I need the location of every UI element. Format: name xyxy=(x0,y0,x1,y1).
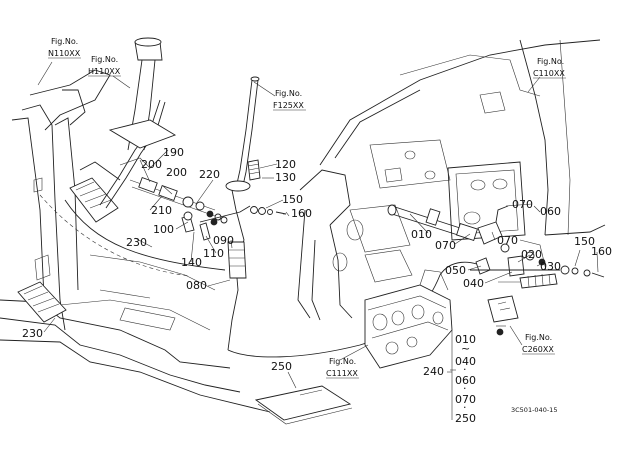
pedal-pad-lower xyxy=(17,281,67,323)
svg-text:C260XX: C260XX xyxy=(522,345,554,354)
control-valve xyxy=(364,269,453,369)
operator-manual xyxy=(254,385,353,425)
kit-item: 060 xyxy=(455,374,476,387)
callout-150-left: 150 xyxy=(282,193,303,206)
callout-220: 220 xyxy=(199,168,220,181)
callout-070-right: 070 xyxy=(497,234,518,247)
callout-020: 020 xyxy=(521,248,542,261)
callout-070-top: 070 xyxy=(512,198,533,211)
callout-050: 050 xyxy=(445,264,466,277)
callout-230-lower: 230 xyxy=(22,327,43,340)
pedal-arm-assembly xyxy=(79,37,177,209)
operator-platform xyxy=(0,69,271,413)
callout-040: 040 xyxy=(463,277,484,290)
kit-item: 250 xyxy=(455,412,476,425)
kit-separator: · xyxy=(463,363,467,376)
svg-text:C110XX: C110XX xyxy=(533,69,565,78)
callout-150-right: 150 xyxy=(574,235,595,248)
fig-ref-n110xx[interactable]: Fig.No. N110XX xyxy=(48,37,81,59)
callout-160-right: 160 xyxy=(591,245,612,258)
drawing-code: 3C501-040-15 xyxy=(511,406,557,414)
kit-separator: · xyxy=(463,401,467,414)
callout-200-upper: 200 xyxy=(141,158,162,171)
callout-250: 250 xyxy=(271,360,292,373)
callout-190: 190 xyxy=(163,146,184,159)
svg-text:F125XX: F125XX xyxy=(273,101,304,110)
throttle-lever xyxy=(225,76,261,251)
fig-ref-c110xx[interactable]: Fig.No. C110XX xyxy=(533,57,566,79)
callout-010: 010 xyxy=(411,228,432,241)
callout-130: 130 xyxy=(275,171,296,184)
kit-item: 070 xyxy=(455,393,476,406)
rod-end-left xyxy=(250,206,290,217)
callout-200-lower: 200 xyxy=(166,166,187,179)
svg-text:H110XX: H110XX xyxy=(88,67,121,76)
kit-item: 040 xyxy=(455,355,476,368)
callout-210: 210 xyxy=(151,204,172,217)
callout-070-mid: 070 xyxy=(435,239,456,252)
cable-end-right xyxy=(498,265,605,289)
kit-separator: · xyxy=(463,382,467,395)
svg-text:N110XX: N110XX xyxy=(48,49,81,58)
fig-ref-c111xx[interactable]: Fig.No. C111XX xyxy=(326,357,359,379)
fig-ref-h110xx[interactable]: Fig.No. H110XX xyxy=(88,55,121,77)
cable-bracket xyxy=(487,295,519,336)
leader-lines xyxy=(37,61,599,389)
callout-090: 090 xyxy=(213,234,234,247)
link-hardware xyxy=(181,205,251,241)
callout-140: 140 xyxy=(181,256,202,269)
svg-text:Fig.No.: Fig.No. xyxy=(91,55,118,64)
svg-text:Fig.No.: Fig.No. xyxy=(275,89,302,98)
svg-text:Fig.No.: Fig.No. xyxy=(525,333,552,342)
kit-item: 010 xyxy=(455,333,476,346)
shift-link-parts xyxy=(470,251,560,277)
svg-text:Fig.No.: Fig.No. xyxy=(51,37,78,46)
transmission-case xyxy=(297,39,606,321)
kit-separator: ~ xyxy=(461,342,470,355)
fig-ref-f125xx[interactable]: Fig.No. F125XX xyxy=(273,89,306,111)
callout-120: 120 xyxy=(275,158,296,171)
callout-240: 240 xyxy=(423,365,444,378)
pivot-shaft-parts xyxy=(129,176,222,221)
kit-list: 010 ~ 040 · 060 · 070 · 250 xyxy=(447,330,476,425)
callout-110: 110 xyxy=(203,247,224,260)
svg-text:Fig.No.: Fig.No. xyxy=(329,357,356,366)
fig-ref-c260xx[interactable]: Fig.No. C260XX xyxy=(522,333,555,355)
callout-080: 080 xyxy=(186,279,207,292)
callout-160-left: 160 xyxy=(291,207,312,220)
callout-060: 060 xyxy=(540,205,561,218)
callout-230-upper: 230 xyxy=(126,236,147,249)
svg-text:Fig.No.: Fig.No. xyxy=(537,57,564,66)
shift-shaft xyxy=(387,204,510,253)
callout-100: 100 xyxy=(153,223,174,236)
callout-030: 030 xyxy=(540,260,561,273)
pedal-pad-upper xyxy=(69,177,119,223)
svg-text:C111XX: C111XX xyxy=(326,369,358,378)
